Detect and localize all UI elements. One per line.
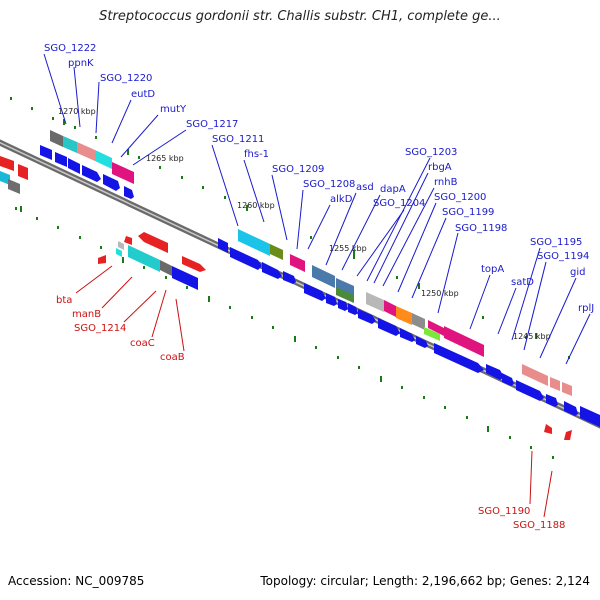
gene-label-sgo1190[interactable]: SGO_1190 <box>478 506 530 517</box>
gene-label-sgo1217[interactable]: SGO_1217 <box>186 119 238 130</box>
gene-label-sgo1214[interactable]: SGO_1214 <box>74 323 126 334</box>
gene-label-gid[interactable]: gid <box>570 267 585 278</box>
gene-label-topa[interactable]: topA <box>481 264 504 275</box>
kbp-tick-label: 1265 kbp <box>146 154 184 163</box>
gene-label-sgo1204[interactable]: SGO_1204 <box>373 198 425 209</box>
gene-label-dapa[interactable]: dapA <box>380 184 406 195</box>
kbp-tick-label: 1270 kbp <box>58 107 96 116</box>
gene-label-ppnk[interactable]: ppnK <box>68 58 94 69</box>
gene-label-bta[interactable]: bta <box>56 295 72 306</box>
feature-cluster-1245[interactable] <box>516 364 600 427</box>
gene-label-sgo1211[interactable]: SGO_1211 <box>212 134 264 145</box>
feature-cluster-1258[interactable] <box>218 229 305 284</box>
forward-leader-lines <box>43 53 591 365</box>
left-edge-genes <box>0 156 28 194</box>
gene-label-sgo1195[interactable]: SGO_1195 <box>530 237 582 248</box>
map-title: Streptococcus gordonii str. Challis subs… <box>99 9 501 24</box>
gene-label-eutd[interactable]: eutD <box>131 89 155 100</box>
gene-label-sgo1188[interactable]: SGO_1188 <box>513 520 565 531</box>
gene-label-satd[interactable]: satD <box>511 277 534 288</box>
gene-label-coab[interactable]: coaB <box>160 352 185 363</box>
gene-label-sgo1203[interactable]: SGO_1203 <box>405 147 457 158</box>
gene-label-sgo1200[interactable]: SGO_1200 <box>434 192 486 203</box>
gene-label-rbga[interactable]: rbgA <box>428 162 452 173</box>
gene-label-sgo1198[interactable]: SGO_1198 <box>455 223 507 234</box>
kbp-tick-label: 1245 kbp <box>513 332 551 341</box>
kbp-tick-label: 1260 kbp <box>237 201 275 210</box>
kbp-tick-label: 1255 kbp <box>329 244 367 253</box>
accession-text: Accession: NC_009785 <box>8 574 145 588</box>
gene-label-sgo1222[interactable]: SGO_1222 <box>44 43 96 54</box>
tick-guides <box>10 97 570 459</box>
gene-label-fhs1[interactable]: fhs-1 <box>244 149 269 160</box>
topology-text: Topology: circular; Length: 2,196,662 bp… <box>260 574 590 588</box>
feature-cluster-reverse[interactable] <box>98 232 572 440</box>
gene-label-manb[interactable]: manB <box>72 309 101 320</box>
chromosome-backbone <box>0 139 600 429</box>
gene-label-muty[interactable]: mutY <box>160 104 187 115</box>
feature-cluster-1254[interactable] <box>304 265 358 315</box>
gene-label-alkd[interactable]: alkD <box>330 194 353 205</box>
gene-label-sgo1194[interactable]: SGO_1194 <box>537 251 589 262</box>
gene-label-sgo1208[interactable]: SGO_1208 <box>303 179 355 190</box>
kbp-tick-label: 1250 kbp <box>421 289 459 298</box>
gene-label-coac[interactable]: coaC <box>130 338 155 349</box>
gene-label-sgo1220[interactable]: SGO_1220 <box>100 73 152 84</box>
gene-label-sgo1209[interactable]: SGO_1209 <box>272 164 324 175</box>
gene-label-rnhb[interactable]: rnhB <box>434 177 458 188</box>
gene-label-asd[interactable]: asd <box>356 182 374 193</box>
gene-label-rplj[interactable]: rplJ <box>578 303 594 314</box>
feature-cluster-1250[interactable] <box>358 292 514 386</box>
reverse-leader-lines <box>75 265 553 518</box>
feature-cluster-1270[interactable] <box>40 130 134 199</box>
gene-label-sgo1199[interactable]: SGO_1199 <box>442 207 494 218</box>
